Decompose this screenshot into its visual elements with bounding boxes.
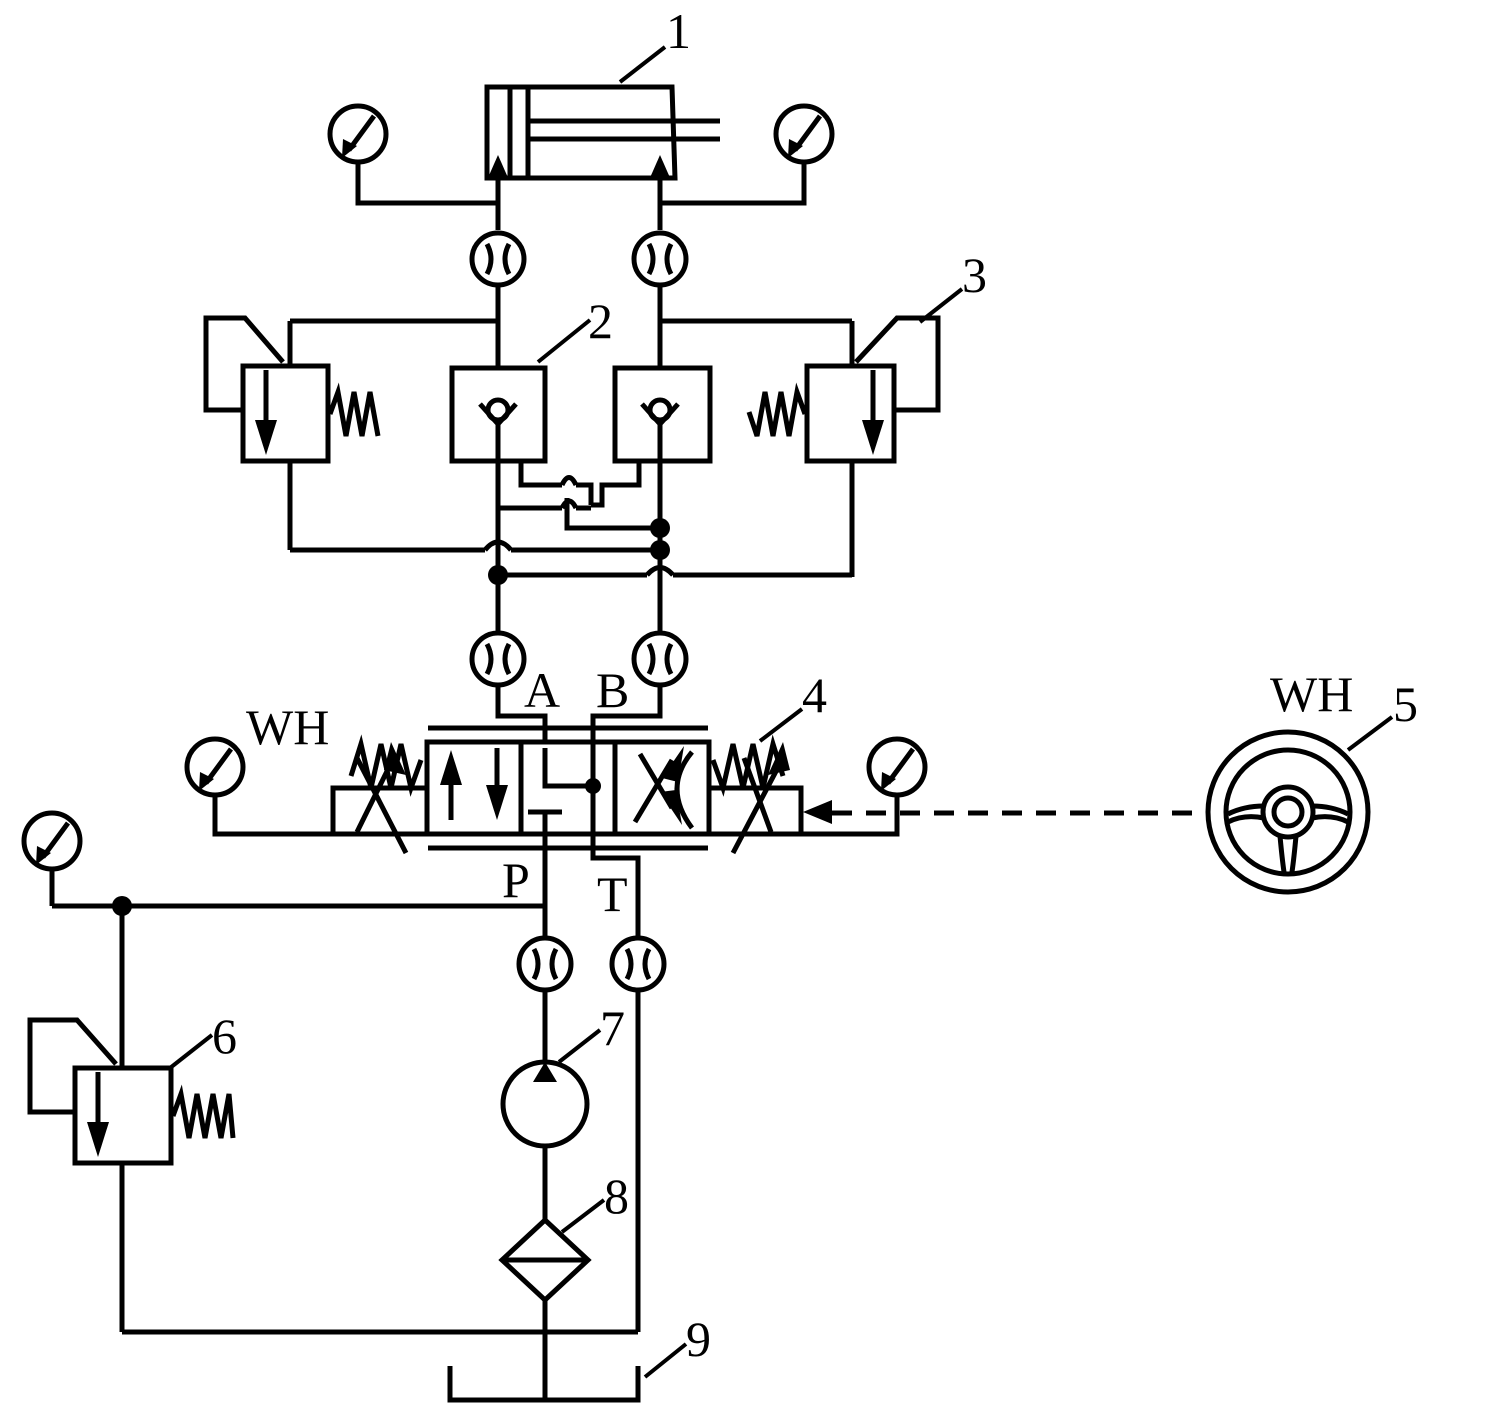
return-cross-lines <box>290 530 852 632</box>
label-relief-valves-upper: 3 <box>962 247 987 303</box>
relief-valve-left <box>203 315 381 550</box>
port-label-t: T <box>597 866 628 922</box>
pilot-check-valve-left <box>449 318 592 464</box>
flow-meter-pump-line <box>516 935 574 993</box>
label-tank: 9 <box>686 1311 711 1367</box>
oil-filter <box>498 1198 606 1400</box>
label-relief-valve-main: 6 <box>212 1008 237 1064</box>
pressure-gauge-top-left <box>327 103 498 206</box>
label-pump: 7 <box>600 1000 625 1056</box>
label-steering-wheel: 5 <box>1393 676 1418 732</box>
label-cylinder: 1 <box>666 3 691 59</box>
flow-meter-middle-left <box>469 630 527 688</box>
hydraulic-pump <box>500 990 602 1222</box>
flow-meter-upper-left <box>469 230 527 288</box>
steering-wheel-icon <box>1205 715 1394 895</box>
oil-tank <box>447 1342 688 1403</box>
flow-meter-return-line <box>609 935 667 993</box>
pressure-gauge-valve-right <box>801 736 928 837</box>
port-label-p: P <box>502 852 530 908</box>
label-filter: 8 <box>604 1168 629 1224</box>
pilot-lines <box>495 461 670 538</box>
label-directional-valve: 4 <box>802 667 827 723</box>
pressure-gauge-top-right <box>660 103 835 206</box>
pilot-check-valve-right <box>612 365 713 464</box>
label-check-valves: 2 <box>588 293 613 349</box>
pressure-gauge-pump-line <box>21 810 83 906</box>
tag-wh-valve: WH <box>246 699 329 755</box>
hydraulic-cylinder <box>484 45 720 181</box>
pressure-gauge-valve-left <box>184 736 333 837</box>
directional-control-valve <box>330 707 832 855</box>
tag-wh-wheel: WH <box>1270 666 1353 722</box>
relief-valve-main <box>27 906 236 1332</box>
flow-meter-upper-right <box>631 230 689 288</box>
port-label-b: B <box>596 662 629 718</box>
flow-meter-middle-right <box>631 630 689 688</box>
port-label-a: A <box>524 662 560 718</box>
relief-valve-right <box>746 287 964 577</box>
